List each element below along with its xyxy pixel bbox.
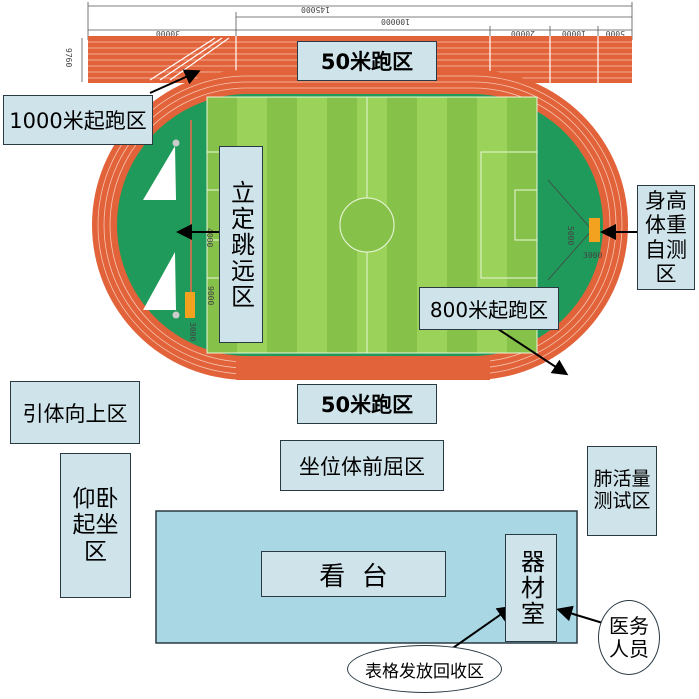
label-start1000-text: 1000米起跑区 <box>9 109 147 133</box>
label-pullup: 引体向上区 <box>10 381 140 444</box>
label-situp-text: 仰卧起坐区 <box>72 485 119 565</box>
label-equipment: 器材室 <box>505 534 557 642</box>
label-sit-reach: 坐位体前屈区 <box>280 440 444 491</box>
label-height-weight-text: 身高体重自测区 <box>645 189 687 286</box>
label-sit-reach-text: 坐位体前屈区 <box>299 454 425 479</box>
label-long-jump-text: 立定跳远区 <box>226 179 255 310</box>
dim-east-b: 3000 <box>583 251 602 260</box>
dim-jump-a: 4000 <box>205 228 214 247</box>
dim-east-a: 5000 <box>566 226 575 245</box>
label-start800: 800米起跑区 <box>419 287 559 330</box>
bottom-lane-strip <box>236 360 490 380</box>
label-run50-top-text: 50米跑区 <box>320 50 414 74</box>
east-sector-lines <box>547 179 593 281</box>
dim-total: 145000 <box>301 5 330 14</box>
label-start1000: 1000米起跑区 <box>3 95 153 145</box>
label-run50-bottom-text: 50米跑区 <box>320 393 414 417</box>
throwing-sector-top <box>143 146 176 200</box>
label-situp: 仰卧起坐区 <box>60 453 131 598</box>
jump-sandpit <box>185 292 195 318</box>
label-height-weight: 身高体重自测区 <box>637 185 695 290</box>
dimension-lines <box>81 2 633 82</box>
dim-jump-b: 9000 <box>206 286 215 305</box>
label-long-jump: 立定跳远区 <box>219 146 263 343</box>
label-lung-text: 肺活量测试区 <box>593 468 651 512</box>
dim-height-side: 9760 <box>64 48 73 67</box>
label-medical: 医务人员 <box>598 600 660 675</box>
dim-right-a: 20000 <box>511 29 535 38</box>
label-forms: 表格发放回收区 <box>347 645 502 693</box>
label-start800-text: 800米起跑区 <box>429 298 549 322</box>
arrows <box>149 69 640 651</box>
label-pullup-text: 引体向上区 <box>22 401 128 426</box>
label-medical-text: 医务人员 <box>609 613 649 661</box>
label-run50-bottom: 50米跑区 <box>297 384 437 424</box>
label-lung: 肺活量测试区 <box>587 446 657 536</box>
label-stand-text: 看 台 <box>319 561 388 592</box>
label-equipment-text: 器材室 <box>516 549 545 627</box>
throwing-sector-bottom <box>143 252 176 310</box>
throwing-circle-bottom <box>172 311 180 319</box>
dim-right-b: 10000 <box>562 29 586 38</box>
height-weight-marker <box>589 218 600 242</box>
label-stand: 看 台 <box>261 551 446 597</box>
dim-right-c: 5000 <box>606 29 625 38</box>
dim-jump-c: 3000 <box>188 322 197 341</box>
throwing-circle-top <box>172 139 180 147</box>
label-run50-top: 50米跑区 <box>297 41 437 81</box>
dim-left: 30000 <box>156 29 180 38</box>
label-forms-text: 表格发放回收区 <box>365 661 484 682</box>
center-circle-fill <box>339 197 395 253</box>
dim-mid: 100000 <box>381 17 410 26</box>
